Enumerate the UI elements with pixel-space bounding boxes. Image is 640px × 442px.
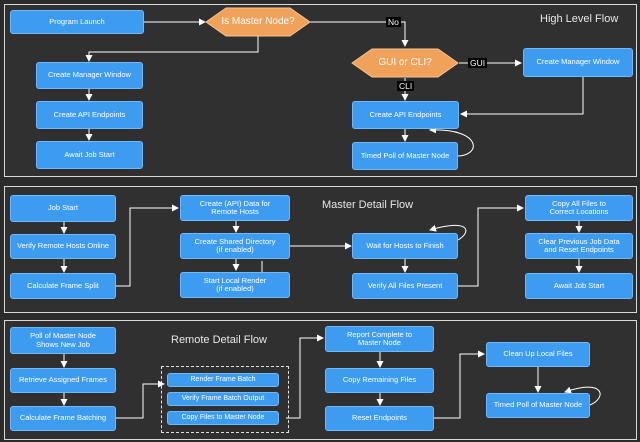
calculate-frame-split-node: Calculate Frame Split [10,273,116,299]
timed-poll-master-node: Timed Poll of Master Node [352,142,458,170]
retrieve-assigned-frames-node: Retrieve Assigned Frames [10,368,116,393]
create-api-endpoints-left-node: Create API Endpoints [36,101,143,129]
clean-up-local-files-node: Clean Up Local Files [486,342,590,367]
create-manager-window-left-node: Create Manager Window [36,62,143,89]
timed-poll-remote-node: Timed Poll of Master Node [486,393,590,418]
calculate-frame-batching-node: Calculate Frame Batching [10,406,116,431]
reset-endpoints-node: Reset Endpoints [325,406,434,431]
cli-edge-label: CLI [397,81,415,91]
verify-remote-hosts-node: Verify Remote Hosts Online [10,234,116,259]
await-job-start-left-node: Await Job Start [36,141,143,169]
gui-or-cli-decision [351,48,459,78]
create-api-data-node: Create (API) Data for Remote Hosts [180,195,290,221]
high-level-title: High Level Flow [540,13,619,25]
poll-master-shows-job-node: Poll of Master Node Shows New Job [10,327,116,354]
program-launch-node: Program Launch [10,10,144,34]
report-complete-node: Report Complete to Master Node [325,326,434,352]
copy-files-to-master-node: Copy Files to Master Node [167,411,279,425]
render-frame-batch-node: Render Frame Batch [167,373,279,387]
clear-previous-job-node: Clear Previous Job Data and Reset Endpoi… [525,233,633,259]
verify-frame-batch-node: Verify Frame Batch Output [167,392,279,406]
create-shared-directory-node: Create Shared Directory (if enabled) [180,233,290,259]
job-start-node: Job Start [10,195,116,222]
copy-remaining-files-node: Copy Remaining Files [325,368,434,393]
create-api-endpoints-right-node: Create API Endpoints [352,101,459,129]
wait-for-hosts-node: Wait for Hosts to Finish [352,233,458,259]
gui-or-cli-label: GUI or CLI? [378,57,432,68]
await-job-start-master-node: Await Job Start [525,273,633,299]
is-master-label: Is Master Node? [221,16,295,27]
batch-loop-container [161,366,289,433]
no-edge-label: No [386,17,401,27]
create-manager-window-right-node: Create Manager Window [523,48,633,77]
copy-all-files-node: Copy All Files to Correct Locations [525,195,633,221]
gui-edge-label: GUI [468,58,488,68]
remote-detail-title: Remote Detail Flow [171,334,267,346]
is-master-decision [205,7,311,37]
verify-all-files-node: Verify All Files Present [352,273,458,299]
start-local-render-node: Start Local Render (if enabled) [180,272,290,298]
master-detail-title: Master Detail Flow [322,199,414,211]
